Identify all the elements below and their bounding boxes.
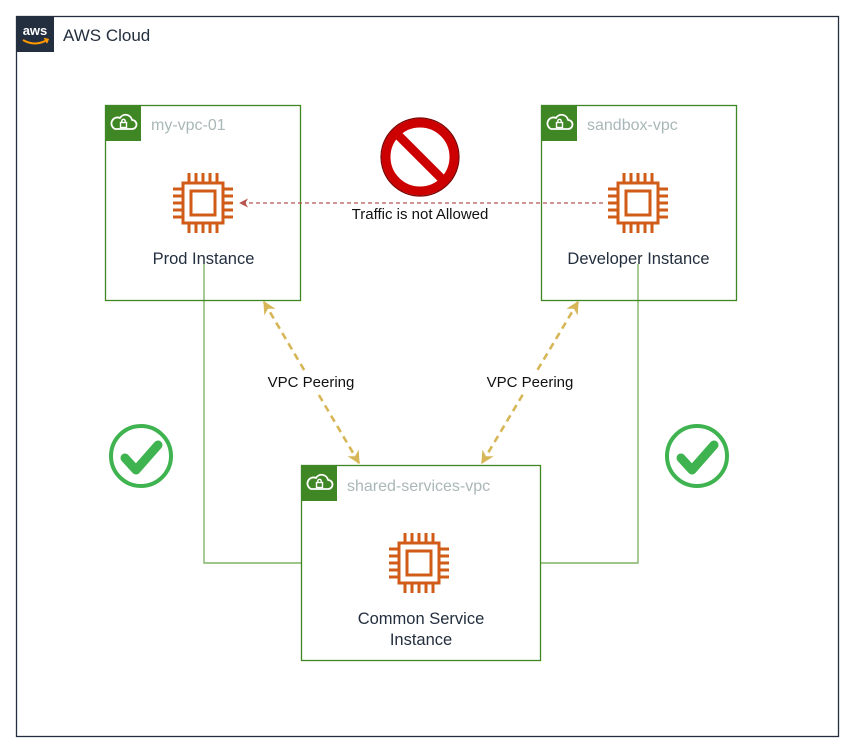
vpc-peering-label-right: VPC Peering	[477, 374, 583, 391]
instance-label-prod: Prod Instance	[152, 250, 255, 268]
vpc-peering-connection-right[interactable]	[480, 300, 580, 465]
vpc-title-shared: shared-services-vpc	[347, 478, 491, 495]
vpc-group-shared	[300, 464, 542, 662]
vpc-cloud-lock-icon	[104, 104, 142, 142]
prohibited-icon	[380, 117, 460, 197]
vpc-title-sandbox: sandbox-vpc	[587, 117, 678, 134]
vpc-cloud-lock-icon	[300, 464, 338, 502]
check-circle-icon	[111, 426, 171, 486]
check-circle-icon	[667, 426, 727, 486]
instance-label-developer: Developer Instance	[567, 250, 710, 268]
vpc-cloud-lock-icon	[540, 104, 578, 142]
instance-label-common-service-line2: Instance	[389, 631, 453, 649]
vpc-title-prod: my-vpc-01	[151, 117, 226, 134]
vpc-peering-label-left: VPC Peering	[258, 374, 364, 391]
blocked-traffic-label: Traffic is not Allowed	[351, 206, 489, 223]
aws-logo-icon: aws	[16, 16, 54, 52]
aws-cloud-title: AWS Cloud	[63, 26, 151, 45]
instance-label-common-service-line1: Common Service	[357, 610, 485, 628]
vpc-group-sandbox	[540, 104, 738, 302]
aws-logo-text: aws	[23, 23, 48, 38]
